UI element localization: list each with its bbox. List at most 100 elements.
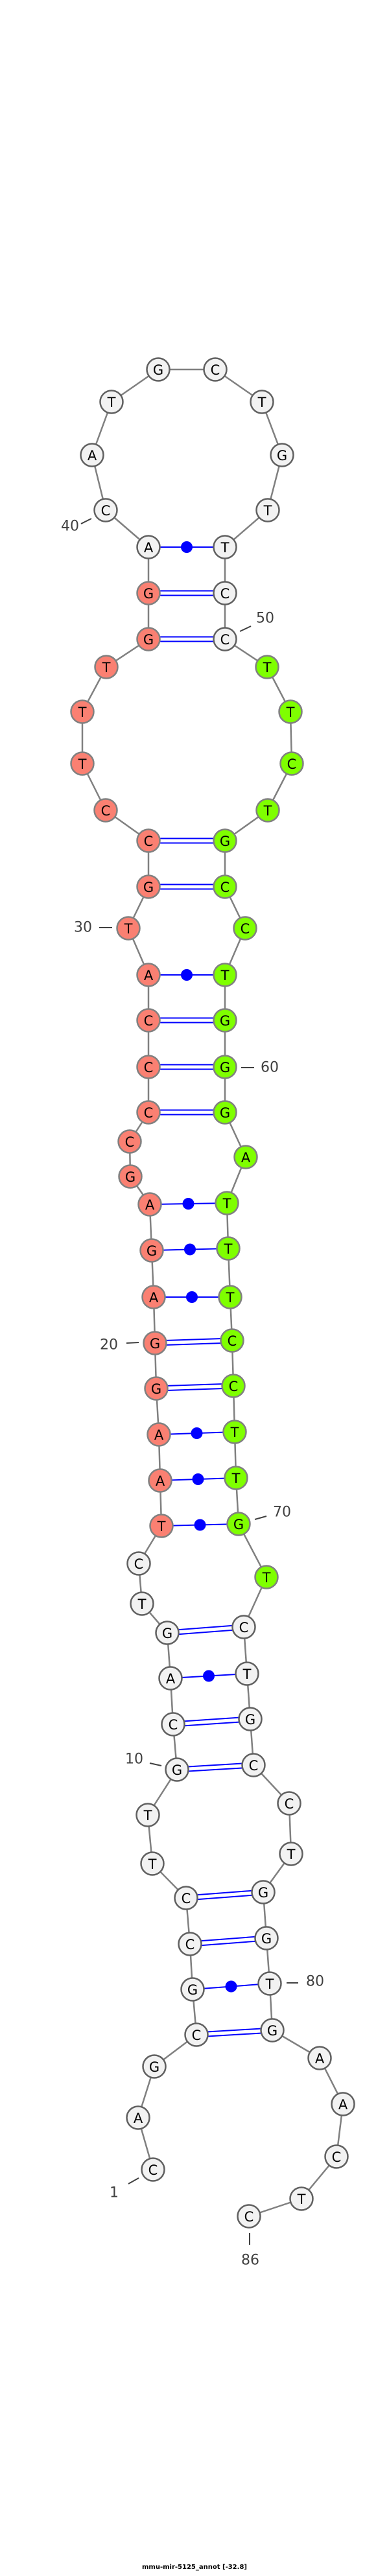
nucleotide-circle — [226, 1512, 251, 1536]
nucleotide-circle — [289, 2186, 314, 2211]
nucleotide-letter: C — [229, 1379, 239, 1394]
nucleotide-circle — [235, 1661, 259, 1686]
pair-bond-line — [189, 1935, 266, 1943]
nucleotide: T — [289, 2186, 314, 2211]
nucleotide-circle — [251, 1880, 276, 1904]
pair-bond-line — [196, 2027, 272, 2033]
nucleotide-letter: G — [153, 362, 163, 378]
nucleotide-letter: T — [226, 1290, 235, 1306]
nucleotide: A — [307, 2046, 332, 2070]
nucleotide: G — [136, 627, 161, 651]
nucleotide: T — [149, 1514, 174, 1538]
base-pair — [161, 1519, 239, 1531]
nucleotide-letter: T — [297, 2192, 306, 2207]
nucleotide-circle — [279, 751, 304, 776]
nucleotide: A — [136, 535, 161, 559]
nucleotide: T — [224, 1466, 248, 1490]
base-pair — [148, 1017, 225, 1024]
nucleotide: C — [161, 1712, 185, 1737]
nucleotide-circle — [237, 2204, 261, 2229]
nucleotide: T — [218, 1285, 242, 1309]
nucleotide: C — [241, 1753, 266, 1777]
nucleotide-letter: A — [241, 1150, 251, 1165]
nucleotide-circle — [221, 1374, 246, 1398]
base-pair — [148, 969, 225, 981]
nucleotide-letter: T — [263, 803, 272, 819]
nucleotide-circle — [233, 916, 257, 941]
nucleotide-letter: G — [245, 1712, 255, 1727]
nucleotide: C — [93, 498, 118, 522]
base-pair — [158, 1427, 235, 1439]
structure-title: mmu-mir-5125_annot [-32.8] — [142, 2564, 247, 2571]
nucleotide-circle — [213, 828, 237, 853]
nucleotide: G — [213, 1008, 237, 1033]
nucleotide-letter: T — [220, 540, 230, 556]
nucleotide-letter: G — [172, 1762, 182, 1778]
nucleotide: T — [215, 1191, 239, 1215]
pair-dot — [186, 1291, 198, 1303]
nucleotide-circle — [99, 390, 124, 414]
nucleotide-circle — [213, 1055, 237, 1079]
nucleotide: G — [142, 2054, 167, 2079]
position-label: 60 — [261, 1060, 279, 1076]
nucleotide-circle — [136, 535, 161, 559]
nucleotide-letter: T — [124, 921, 133, 937]
nucleotide-circle — [70, 751, 95, 776]
nucleotide-circle — [158, 1666, 183, 1691]
nucleotide-letter: A — [166, 1671, 176, 1687]
base-pair — [149, 1198, 228, 1210]
pair-bond-line — [186, 1893, 264, 1901]
nucleotide-letter: A — [315, 2051, 325, 2067]
nucleotide-letter: C — [220, 880, 230, 895]
nucleotide-circle — [117, 1129, 142, 1154]
base-pair — [148, 636, 225, 642]
nucleotide: G — [213, 1100, 237, 1125]
nucleotide-letter: C — [134, 1556, 144, 1572]
nucleotide-circle — [213, 581, 237, 605]
nucleotide-letter: G — [143, 632, 154, 648]
position-tick — [239, 626, 252, 632]
nucleotide-letter: C — [220, 586, 230, 602]
nucleotide: G — [251, 1880, 276, 1904]
nucleotide-letter: T — [222, 1196, 231, 1212]
base-pair — [192, 1980, 270, 1993]
nucleotide: C — [213, 581, 237, 605]
nucleotide-circle — [220, 1328, 244, 1353]
position-tick — [126, 1342, 139, 1344]
nucleotide-circle — [250, 390, 274, 414]
nucleotide-circle — [174, 1886, 198, 1910]
nucleotide-letter: T — [102, 660, 111, 675]
nucleotide-circle — [136, 1803, 160, 1827]
nucleotide: G — [146, 357, 171, 382]
nucleotide-letter: C — [101, 803, 111, 819]
pair-bond-line — [155, 1342, 233, 1346]
pair-dot — [225, 1980, 237, 1993]
nucleotide-letter: T — [231, 1471, 241, 1486]
nucleotide-letter: C — [211, 362, 220, 378]
nucleotide-letter: C — [241, 921, 250, 937]
nucleotide-letter: C — [144, 1060, 154, 1075]
nucleotide-letter: G — [277, 448, 287, 463]
nucleotide-letter: G — [267, 2023, 277, 2039]
nucleotide: T — [213, 535, 237, 559]
nucleotide: A — [158, 1666, 183, 1691]
base-pair — [148, 541, 225, 553]
nucleotide-circle — [149, 1514, 174, 1538]
nucleotide-letter: C — [148, 2162, 158, 2178]
nucleotide: A — [233, 1145, 258, 1169]
nucleotide-circle — [137, 1192, 162, 1217]
nucleotide-circle — [93, 798, 118, 823]
nucleotide-letter: G — [220, 1013, 230, 1029]
nucleotide-letter: A — [149, 1290, 159, 1306]
nucleotide-letter: T — [143, 1808, 152, 1823]
pair-bond-line — [196, 2032, 273, 2038]
nucleotide: A — [136, 963, 161, 987]
nucleotide: C — [174, 1886, 198, 1910]
nucleotide: T — [255, 655, 279, 679]
nucleotide: C — [279, 751, 304, 776]
nucleotide-circle — [147, 1422, 171, 1447]
pair-bond-line — [177, 1766, 254, 1773]
pair-bond-line — [185, 1889, 263, 1897]
nucleotide-letter: T — [78, 705, 87, 720]
nucleotide: G — [180, 1977, 205, 2002]
